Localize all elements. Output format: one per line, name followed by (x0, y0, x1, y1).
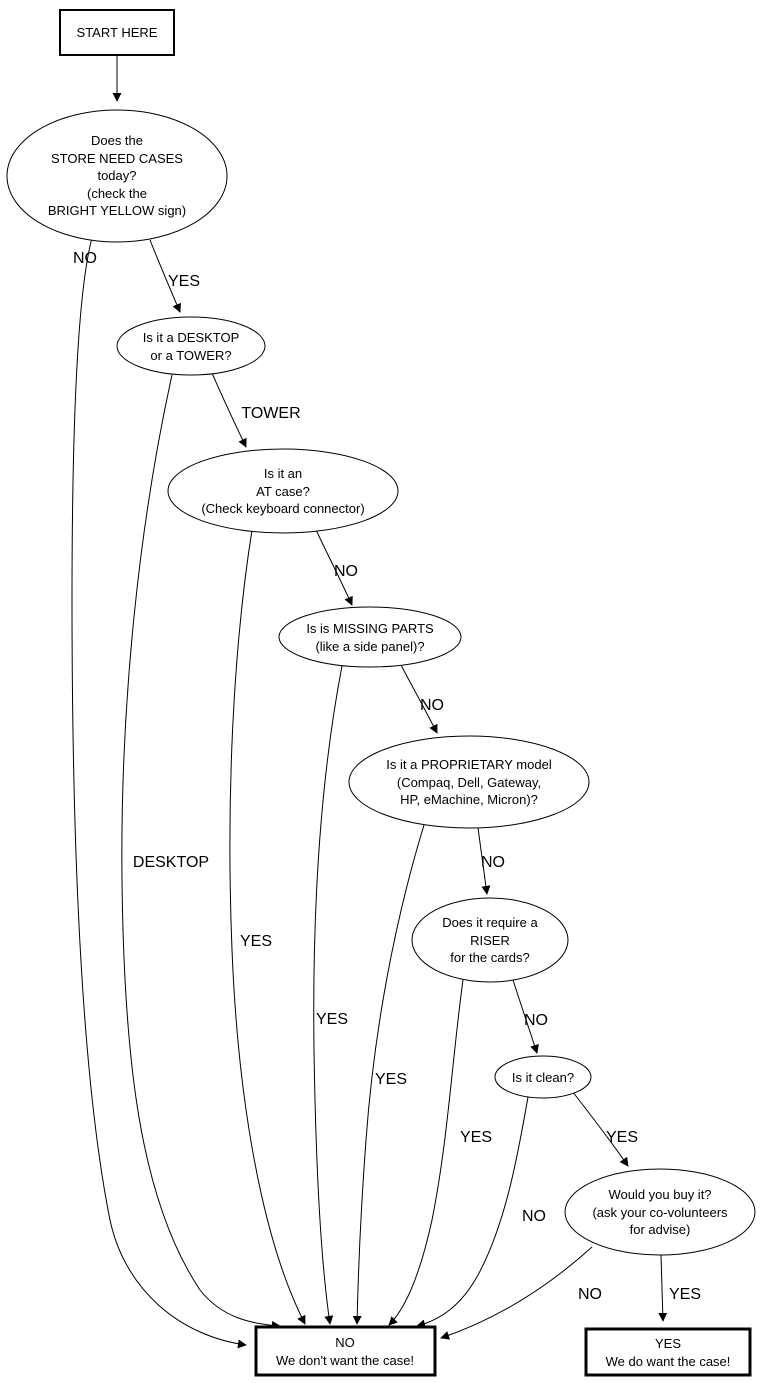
node-text-line: NO (335, 1335, 355, 1350)
node-text-line: (Compaq, Dell, Gateway, (397, 775, 541, 790)
node-start: START HERE (59, 9, 175, 56)
node-text-line: Does it require a (442, 915, 538, 930)
edge-riser-yes-to-reject (388, 979, 464, 1326)
edge-label-type-tower: TOWER (241, 405, 300, 422)
edge-at-yes-to-reject (229, 529, 306, 1325)
edge-type-tower-to-at (211, 372, 247, 448)
node-missing-parts: Is is MISSING PARTS (like a side panel)? (278, 606, 462, 668)
node-text-line: STORE NEED CASES (51, 151, 183, 166)
at-case-ellipse (167, 448, 399, 534)
node-text-line: We do want the case! (606, 1354, 731, 1369)
edge-missing-yes-to-reject (313, 665, 343, 1325)
edge-buy-yes-to-accept (658, 1254, 668, 1322)
node-text-line: (like a side panel)? (315, 639, 424, 654)
edge-buy-no-to-reject (440, 1246, 593, 1340)
edge-clean-no-to-reject (416, 1096, 529, 1329)
node-would-buy: Would you buy it? (ask your co-volunteer… (564, 1168, 756, 1256)
edge-label-clean-yes: YES (606, 1129, 638, 1146)
node-text-line: START HERE (77, 25, 158, 40)
edge-missing-no-to-proprietary (400, 664, 438, 734)
node-text-line: Would you buy it? (608, 1187, 711, 1202)
missing-parts-ellipse (278, 606, 462, 668)
edge-label-type-desktop: DESKTOP (133, 854, 209, 871)
would-buy-ellipse (564, 1168, 756, 1256)
edge-need-no-to-reject (71, 237, 247, 1349)
edge-label-proprietary-yes: YES (375, 1071, 407, 1088)
node-clean: Is it clean? (494, 1055, 592, 1099)
node-text-line: (check the (87, 186, 147, 201)
node-text-line: We don't want the case! (276, 1353, 414, 1368)
node-text-line: HP, eMachine, Micron)? (400, 792, 538, 807)
node-text-line: Is is MISSING PARTS (306, 621, 434, 636)
node-text-line: for the cards? (450, 950, 530, 965)
node-text-line: today? (97, 168, 136, 183)
edge-proprietary-no-to-riser (477, 827, 491, 895)
edge-label-need-yes: YES (168, 273, 200, 290)
start-box (59, 9, 175, 56)
node-text-line: Is it clean? (512, 1070, 574, 1085)
edge-label-buy-no: NO (578, 1286, 602, 1303)
node-accept: YES We do want the case! (584, 1327, 752, 1377)
node-riser: Does it require a RISER for the cards? (411, 897, 569, 983)
edge-type-desktop-to-reject (121, 374, 281, 1330)
accept-box (584, 1327, 752, 1377)
reject-box (254, 1325, 437, 1377)
node-text-line: YES (655, 1336, 681, 1351)
node-text-line: (ask your co-volunteers (592, 1205, 728, 1220)
desktop-or-tower-ellipse (116, 316, 266, 376)
node-store-need-cases: Does the STORE NEED CASES today? (check … (6, 109, 228, 243)
node-proprietary-model: Is it a PROPRIETARY model (Compaq, Dell,… (348, 735, 590, 829)
riser-ellipse (411, 897, 569, 983)
edge-label-clean-no: NO (522, 1208, 546, 1225)
edge-proprietary-yes-to-reject (352, 824, 425, 1325)
edge-riser-no-to-clean (512, 979, 539, 1054)
edge-label-riser-yes: YES (460, 1129, 492, 1146)
edges (71, 55, 668, 1349)
edge-label-riser-no: NO (524, 1012, 548, 1029)
proprietary-model-ellipse (348, 735, 590, 829)
node-text-line: BRIGHT YELLOW sign) (48, 203, 186, 218)
node-text-line: Does the (91, 133, 143, 148)
node-text-line: AT case? (256, 484, 310, 499)
node-text-line: for advise) (630, 1222, 691, 1237)
node-text-line: Is it a PROPRIETARY model (386, 757, 552, 772)
edge-at-no-to-missing (315, 529, 353, 606)
clean-ellipse (494, 1055, 592, 1099)
edge-need-yes-to-type (149, 239, 181, 313)
edge-label-missing-no: NO (420, 697, 444, 714)
nodes: START HERE Does the STORE NEED CASES tod… (6, 9, 756, 1377)
node-reject: NO We don't want the case! (254, 1325, 437, 1377)
edge-label-missing-yes: YES (316, 1011, 348, 1028)
edge-label-at-no: NO (334, 563, 358, 580)
edge-label-need-no: NO (73, 250, 97, 267)
edge-clean-yes-to-buy (571, 1090, 629, 1167)
node-desktop-or-tower: Is it a DESKTOP or a TOWER? (116, 316, 266, 376)
store-need-cases-ellipse (6, 109, 228, 243)
node-at-case: Is it an AT case? (Check keyboard connec… (167, 448, 399, 534)
node-text-line: or a TOWER? (150, 348, 231, 363)
node-text-line: RISER (470, 933, 510, 948)
node-text-line: Is it a DESKTOP (143, 330, 240, 345)
edge-label-buy-yes: YES (669, 1286, 701, 1303)
node-text-line: Is it an (264, 466, 302, 481)
edge-labels: NO YES TOWER DESKTOP NO YES NO YES NO YE… (73, 250, 701, 1303)
node-text-line: (Check keyboard connector) (201, 501, 364, 516)
edge-label-at-yes: YES (240, 933, 272, 950)
edge-label-proprietary-no: NO (481, 854, 505, 871)
